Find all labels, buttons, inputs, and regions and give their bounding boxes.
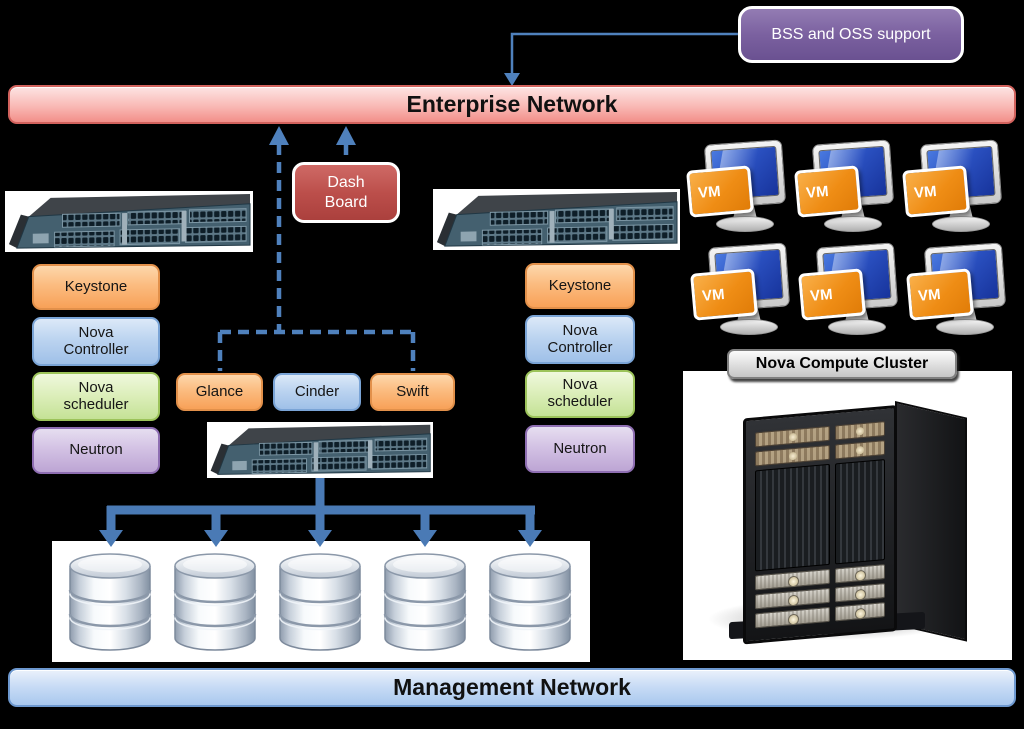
cinder-node: Cinder bbox=[273, 373, 361, 411]
network-switch-middle bbox=[207, 422, 433, 478]
right-neutron-node: Neutron bbox=[525, 425, 635, 473]
enterprise-network-bar: Enterprise Network bbox=[8, 85, 1016, 124]
nova-compute-cluster-label-box: Nova Compute Cluster bbox=[727, 349, 957, 379]
bss-oss-support-label: BSS and OSS support bbox=[771, 25, 931, 43]
database-icon-4 bbox=[383, 552, 467, 652]
database-icon-1 bbox=[68, 552, 152, 652]
vm-front-screen: VM bbox=[798, 268, 866, 321]
left-neutron-node: Neutron bbox=[32, 427, 160, 474]
database-icon-3 bbox=[278, 552, 362, 652]
right-nova-scheduler-label: Nova scheduler bbox=[547, 376, 613, 410]
left-neutron-label: Neutron bbox=[69, 441, 123, 459]
right-neutron-label: Neutron bbox=[553, 439, 607, 457]
left-nova-controller-label: Nova Controller bbox=[63, 323, 129, 358]
vm-icon-5: VM bbox=[798, 242, 899, 344]
switch-to-database-trunk bbox=[99, 477, 542, 547]
network-switch-right bbox=[433, 189, 680, 250]
left-nova-scheduler-node: Nova scheduler bbox=[32, 372, 160, 421]
dashboard-label: Dash Board bbox=[324, 174, 368, 211]
vm-front-screen: VM bbox=[906, 268, 974, 321]
vm-label: VM bbox=[913, 182, 938, 202]
rack-side-panel bbox=[895, 401, 967, 642]
rack-column-right bbox=[835, 421, 885, 622]
database-cluster-panel bbox=[52, 541, 590, 662]
dashboard-up-arrow bbox=[336, 126, 356, 161]
vm-icon-2: VM bbox=[794, 139, 895, 241]
nova-compute-cluster-label: Nova Compute Cluster bbox=[755, 355, 929, 372]
network-switch-left bbox=[5, 191, 253, 252]
dashed-up-arrow-left bbox=[269, 126, 289, 332]
vm-icon-1: VM bbox=[686, 139, 787, 241]
vm-icon-6: VM bbox=[906, 242, 1007, 344]
swift-label: Swift bbox=[396, 382, 429, 400]
vm-front-screen: VM bbox=[794, 165, 862, 218]
dashed-service-tee bbox=[217, 329, 416, 371]
server-rack-image bbox=[683, 371, 1012, 660]
vm-front-screen: VM bbox=[686, 165, 754, 218]
vm-label: VM bbox=[917, 285, 942, 305]
left-nova-controller-node: Nova Controller bbox=[32, 317, 160, 366]
right-keystone-node: Keystone bbox=[525, 263, 635, 309]
cinder-label: Cinder bbox=[294, 382, 340, 400]
swift-node: Swift bbox=[370, 373, 455, 411]
rack-column-left bbox=[755, 425, 830, 629]
vm-icon-4: VM bbox=[690, 242, 791, 344]
right-nova-controller-label: Nova Controller bbox=[547, 321, 613, 356]
left-keystone-node: Keystone bbox=[32, 264, 160, 310]
vm-label: VM bbox=[697, 182, 722, 202]
glance-label: Glance bbox=[195, 382, 244, 400]
bss-to-enterprise-arrow bbox=[504, 32, 740, 86]
right-nova-scheduler-node: Nova scheduler bbox=[525, 370, 635, 418]
database-icon-5 bbox=[488, 552, 572, 652]
database-icon-2 bbox=[173, 552, 257, 652]
vm-icon-3: VM bbox=[902, 139, 1003, 241]
rack-front-panel bbox=[743, 405, 897, 645]
vm-front-screen: VM bbox=[690, 268, 758, 321]
right-nova-controller-node: Nova Controller bbox=[525, 315, 635, 364]
vm-front-screen: VM bbox=[902, 165, 970, 218]
vm-label: VM bbox=[809, 285, 834, 305]
vm-label: VM bbox=[701, 285, 726, 305]
glance-node: Glance bbox=[176, 373, 263, 411]
enterprise-network-label: Enterprise Network bbox=[406, 91, 618, 117]
dashboard-box: Dash Board bbox=[292, 162, 400, 223]
management-network-bar: Management Network bbox=[8, 668, 1016, 707]
vm-label: VM bbox=[805, 182, 830, 202]
left-nova-scheduler-label: Nova scheduler bbox=[63, 378, 129, 413]
bss-oss-support-box: BSS and OSS support bbox=[738, 6, 964, 63]
management-network-label: Management Network bbox=[393, 674, 631, 700]
left-keystone-label: Keystone bbox=[64, 277, 128, 295]
right-keystone-label: Keystone bbox=[548, 276, 612, 294]
